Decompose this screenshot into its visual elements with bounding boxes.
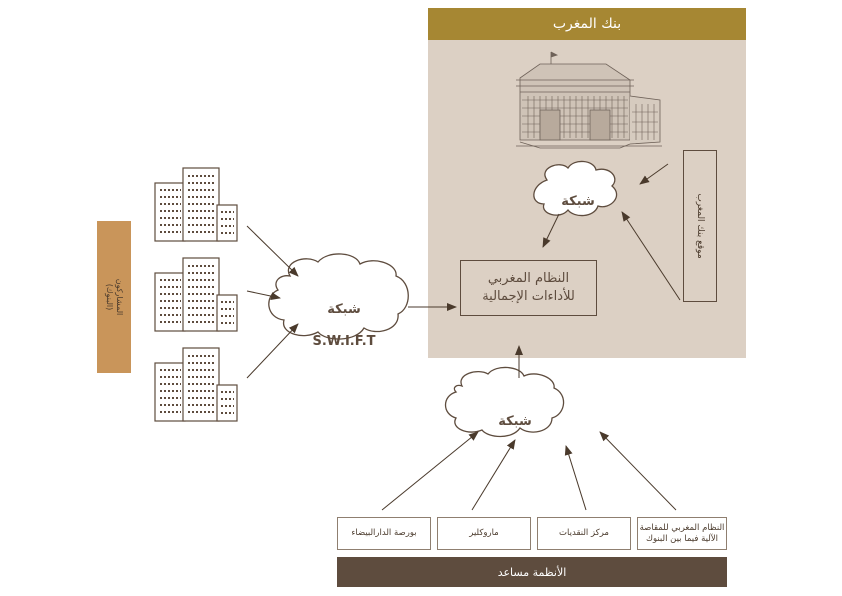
monetics-center-box: مركز النقديات xyxy=(537,517,631,550)
bam-site-label: موقع بنك المغرب xyxy=(695,193,705,259)
srbm-system-label: النظام المغربي للأداءات الإجمالية xyxy=(482,271,575,304)
srbm-system-box: النظام المغربي للأداءات الإجمالية xyxy=(460,260,597,316)
bam-header: بنك المغرب xyxy=(428,8,746,40)
swift-network-label: شبكة S.W.I.F.T xyxy=(312,302,376,349)
ancillary-systems-label: الأنظمة مساعد xyxy=(497,565,567,579)
bam-site-box: موقع بنك المغرب xyxy=(683,150,717,302)
ancillary-network-label: شبكة xyxy=(498,414,532,429)
participants-box: المشاركون (البنوك) xyxy=(97,221,131,373)
interbank-clearing-box: النظام المغربي للمقاصة الآلية فيما بين ا… xyxy=(637,517,727,550)
cloud-icon xyxy=(444,366,565,438)
bam-header-label: بنك المغرب xyxy=(552,16,622,32)
internal-network-label: شبكة xyxy=(561,194,595,209)
office-buildings-icon xyxy=(154,257,238,332)
maroclear-box: ماروكلير xyxy=(437,517,531,550)
cloud-icon xyxy=(268,253,409,340)
office-buildings-icon xyxy=(154,167,238,242)
bank-building-icon xyxy=(516,51,662,149)
casablanca-stock-exchange-box: بورصة الدارالبيضاء xyxy=(337,517,431,550)
ancillary-systems-bar: الأنظمة مساعد xyxy=(337,557,727,587)
office-buildings-icon xyxy=(154,347,238,422)
arrow-icon xyxy=(246,163,681,511)
cloud-icon xyxy=(533,160,618,217)
